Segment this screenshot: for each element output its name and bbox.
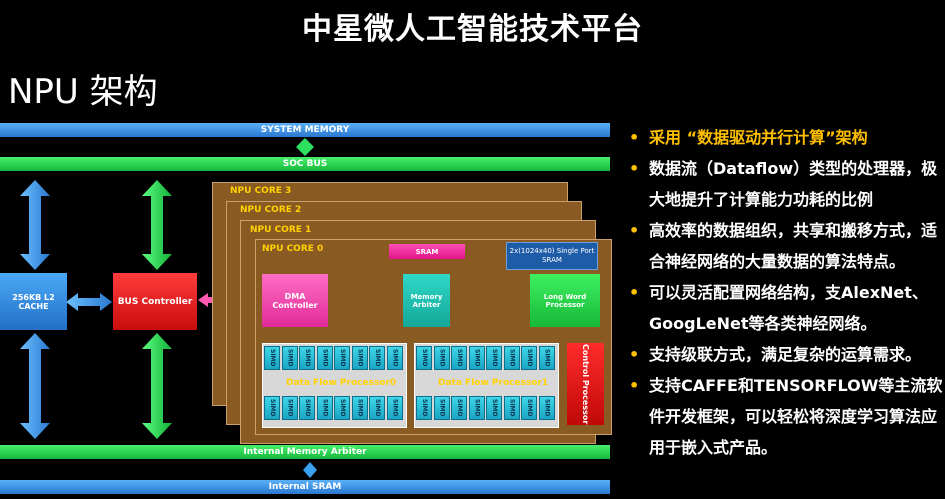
bullet-dot-icon: • (629, 376, 640, 395)
section-subtitle: NPU 架构 (8, 72, 158, 112)
simd-unit: SIMD (433, 396, 450, 420)
simd-unit: SIMD (386, 346, 403, 370)
busctrl-arbiter-arrow (142, 333, 172, 439)
bullet-dot-icon: • (629, 221, 640, 240)
simd-unit: SIMD (281, 396, 298, 420)
simd-unit: SIMD (369, 346, 385, 370)
bullet-item: •采用 “数据驱动并行计算”架构 (625, 122, 943, 153)
simd-unit: SIMD (316, 396, 333, 420)
simd-unit: SIMD (369, 396, 385, 420)
page-title: 中星微人工智能技术平台 (302, 12, 643, 47)
arbiter-sram-link-icon (303, 462, 317, 478)
bullet-dot-icon: • (629, 345, 640, 364)
npu-core-2-label: NPU CORE 2 (240, 205, 302, 215)
simd-unit: SIMD (416, 396, 432, 420)
simd-unit: SIMD (521, 396, 537, 420)
internal-sram-bus: Internal SRAM (0, 480, 610, 494)
simd-unit: SIMD (503, 396, 520, 420)
bullet-dot-icon: • (629, 283, 640, 302)
simd-unit: SIMD (538, 396, 555, 420)
cache-arbiter-arrow (20, 333, 50, 439)
cache-busctrl-arrow (66, 293, 112, 311)
bullet-item: •支持级联方式，满足复杂的运算需求。 (625, 339, 943, 370)
long-word-processor-block: Long Word Processor (530, 274, 600, 327)
bullet-item: •支持CAFFE和TENSORFLOW等主流软件开发框架，可以轻松将深度学习算法… (625, 370, 943, 463)
simd-unit: SIMD (468, 396, 485, 420)
busctrl-soc-arrow (142, 180, 172, 270)
bullet-dot-icon: • (629, 159, 640, 178)
simd-unit: SIMD (299, 346, 315, 370)
simd-unit: SIMD (264, 396, 280, 420)
simd-unit: SIMD (486, 396, 502, 420)
simd-unit: SIMD (538, 346, 555, 370)
bullet-item: •可以灵活配置网络结构，支AlexNet、GoogLeNet等各类神经网络。 (625, 277, 943, 339)
dfp1-label: Data Flow Processor1 (438, 378, 549, 388)
simd-unit: SIMD (334, 396, 350, 420)
simd-unit: SIMD (334, 346, 350, 370)
sram-block: SRAM (389, 244, 465, 259)
simd-unit: SIMD (351, 396, 368, 420)
bullet-item: •数据流（Dataflow）类型的处理器，极大地提升了计算能力功耗的比例 (625, 153, 943, 215)
simd-unit: SIMD (521, 346, 537, 370)
simd-unit: SIMD (316, 346, 333, 370)
simd-unit: SIMD (386, 396, 403, 420)
simd-unit: SIMD (451, 396, 467, 420)
sram-note: 2x(1024x40) Single Port SRAM (506, 242, 598, 270)
bullet-dot-icon: • (629, 128, 640, 147)
simd-unit: SIMD (468, 346, 485, 370)
simd-unit: SIMD (264, 346, 280, 370)
dfp0-label: Data Flow Processor0 (286, 378, 397, 388)
cache-soc-arrow (20, 180, 50, 270)
bus-controller-block: BUS Controller (113, 273, 197, 330)
simd-unit: SIMD (299, 396, 315, 420)
system-memory-bus: SYSTEM MEMORY (0, 123, 610, 137)
simd-unit: SIMD (503, 346, 520, 370)
simd-unit: SIMD (281, 346, 298, 370)
control-processor-block: Control Processor (567, 343, 604, 425)
bus-link-icon (296, 138, 314, 156)
simd-unit: SIMD (433, 346, 450, 370)
simd-unit: SIMD (416, 346, 432, 370)
soc-bus: SOC BUS (0, 157, 610, 171)
npu-core-1-label: NPU CORE 1 (250, 225, 312, 235)
npu-core-3-label: NPU CORE 3 (230, 186, 292, 196)
simd-unit: SIMD (351, 346, 368, 370)
internal-memory-arbiter-bus: Internal Memory Arbiter (0, 445, 610, 459)
npu-core-0-label: NPU CORE 0 (262, 244, 324, 254)
memory-arbiter-block: Memory Arbiter (403, 274, 450, 327)
feature-list: •采用 “数据驱动并行计算”架构 •数据流（Dataflow）类型的处理器，极大… (625, 122, 943, 463)
simd-unit: SIMD (486, 346, 502, 370)
bullet-item: •高效率的数据组织，共享和搬移方式，适合神经网络的大量数据的算法特点。 (625, 215, 943, 277)
l2-cache-block: 256KB L2 CACHE (0, 273, 67, 330)
dma-controller-block: DMA Controller (262, 274, 328, 327)
simd-unit: SIMD (451, 346, 467, 370)
